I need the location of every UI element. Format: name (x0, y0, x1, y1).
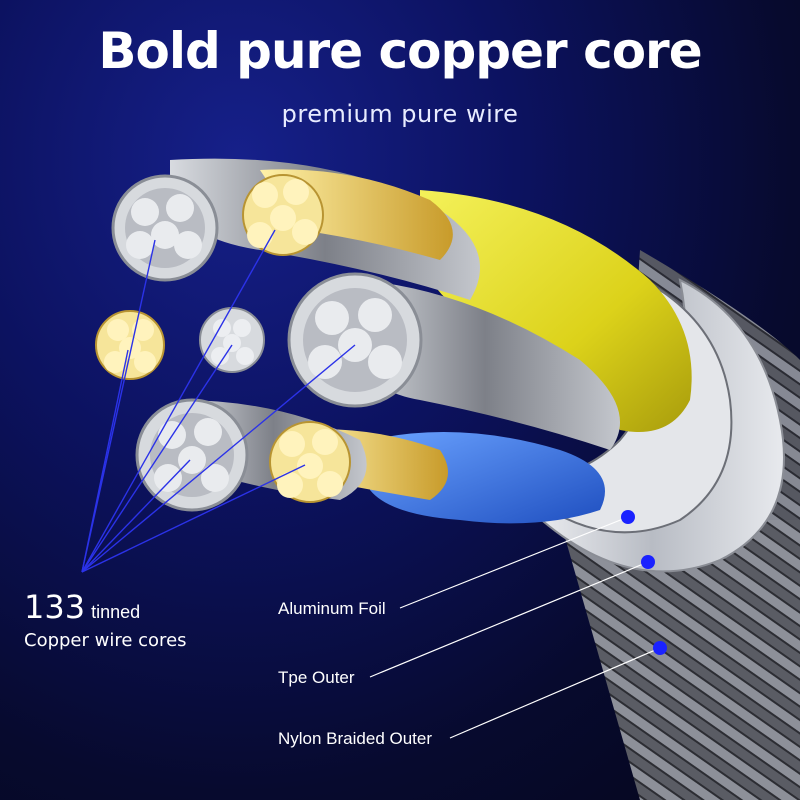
silver-core-large-top-left (111, 174, 219, 282)
silver-core-large-bottom-left (135, 398, 249, 512)
gold-core-bottom (269, 421, 351, 503)
core-callout-lines (81, 229, 356, 573)
core-count-unit: tinned (91, 602, 141, 622)
subheadline: premium pure wire (281, 100, 519, 128)
yellow-insulation (420, 190, 692, 432)
layer-label-tpe-outer: Tpe Outer (278, 668, 355, 687)
silver-core-large-right (287, 272, 423, 408)
aluminum-foil-marker-dot (621, 510, 635, 524)
silver-core-small-center (199, 307, 265, 373)
headline: Bold pure copper core (98, 22, 702, 80)
nylon-braided-marker-dot (653, 641, 667, 655)
layer-label-nylon-braided-outer: Nylon Braided Outer (278, 729, 433, 748)
tpe-outer-marker-dot (641, 555, 655, 569)
nylon-braided-sheath (560, 520, 800, 800)
gold-core-left (95, 310, 165, 380)
core-count-number: 133 (24, 588, 86, 626)
core-count-description: Copper wire cores (24, 630, 187, 651)
layer-label-aluminum-foil: Aluminum Foil (278, 599, 386, 618)
gold-core-top (242, 174, 324, 256)
layer-leader-lines (369, 516, 661, 739)
